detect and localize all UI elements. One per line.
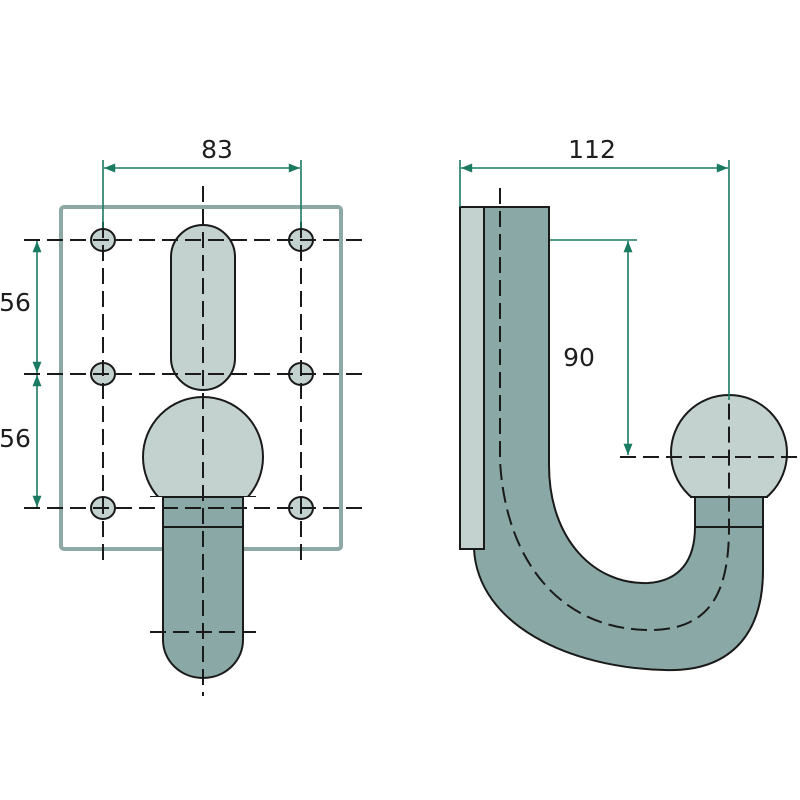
- dimension-112: 112: [459, 135, 730, 400]
- hook-arm: [472, 206, 764, 672]
- centerlines: [24, 186, 362, 696]
- dimension-83: 83: [102, 135, 302, 228]
- dimension-label-reach: 112: [568, 135, 616, 164]
- dimension-label-height: 90: [563, 343, 595, 372]
- dimension-label-lower-spacing: 56: [0, 424, 31, 453]
- dimension-90: 90: [550, 239, 637, 455]
- dimension-label-upper-spacing: 56: [0, 288, 31, 317]
- dimension-56: 56 56: [0, 241, 42, 507]
- front-view: 83 56 56: [0, 135, 362, 696]
- side-view: 112 90: [459, 135, 800, 672]
- side-mounting-plate: [459, 206, 485, 550]
- side-centerlines: [499, 188, 800, 632]
- dimension-label-width: 83: [201, 135, 233, 164]
